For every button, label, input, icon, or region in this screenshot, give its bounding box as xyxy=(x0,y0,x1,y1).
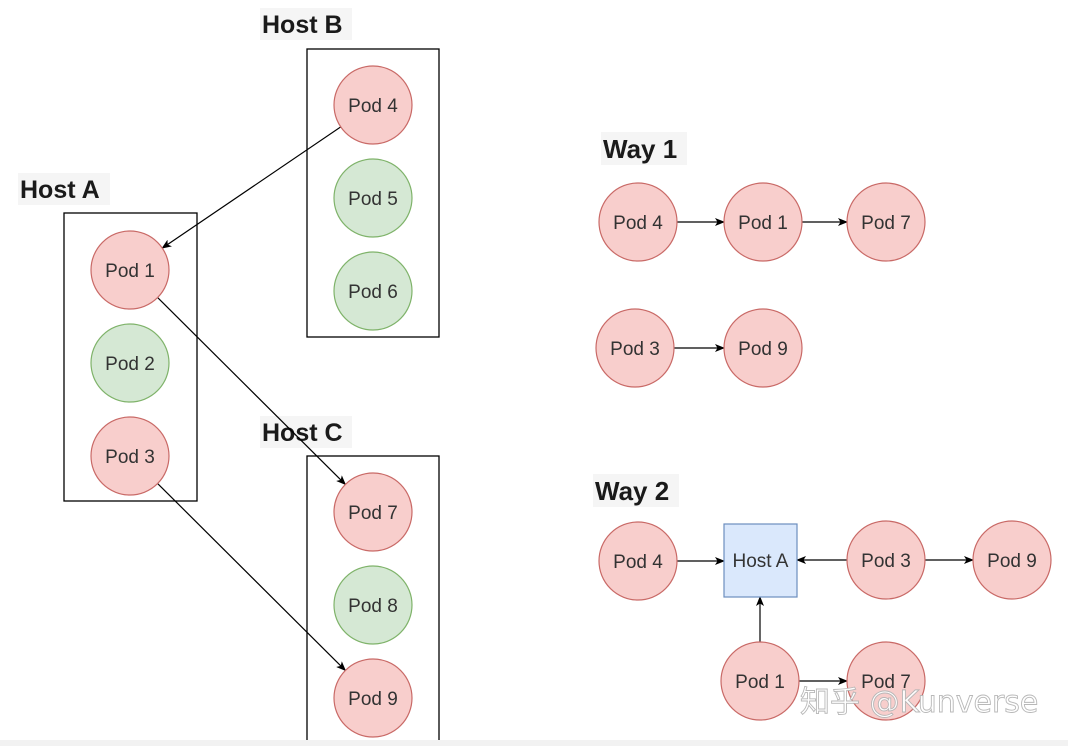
nodes-layer: Pod 1 Pod 2 Pod 3 Pod 4 Pod 5 Pod 6 Pod 7 Pod 8… xyxy=(90,65,1052,738)
way-2-w2p4-circle xyxy=(598,521,678,601)
left-pod6-circle xyxy=(333,251,413,331)
left-pod1-circle xyxy=(90,230,170,310)
way-2-w2p7-label: Pod 7 xyxy=(861,672,911,693)
left-pod8-label: Pod 8 xyxy=(348,596,398,617)
left-pod2-label: Pod 2 xyxy=(105,354,155,375)
left-edge-pod1-to-pod7 xyxy=(157,297,347,486)
way-2-w2p1-node: Pod 1 xyxy=(720,641,800,721)
way-2-w2p4-label: Pod 4 xyxy=(613,552,663,573)
way-1-label-bg xyxy=(601,132,687,165)
way-2-w2p1-circle xyxy=(720,641,800,721)
way-1-w1p4-circle xyxy=(598,182,678,262)
left-pod1-node: Pod 1 xyxy=(90,230,170,310)
way-1-w1p1-label: Pod 1 xyxy=(738,213,788,234)
way-1-label: Way 1 xyxy=(603,134,677,164)
left-pod4-label: Pod 4 xyxy=(348,96,398,117)
left-pod4-circle xyxy=(333,65,413,145)
way-1-w1p4-node: Pod 4 xyxy=(598,182,678,262)
way-1-w1p7-label: Pod 7 xyxy=(861,213,911,234)
way-2-label-bg xyxy=(593,474,679,507)
host-a-label: Host A xyxy=(20,176,100,204)
way-2-w2p7-node: Pod 7 xyxy=(846,641,926,721)
left-pod6-node: Pod 6 xyxy=(333,251,413,331)
host-b-label-bg xyxy=(260,8,352,40)
way-1-w1p4-label: Pod 4 xyxy=(613,213,663,234)
left-pod5-label: Pod 5 xyxy=(348,189,398,210)
way-2-w2p9-circle xyxy=(972,520,1052,600)
left-pod3-node: Pod 3 xyxy=(90,416,170,496)
left-pod4-node: Pod 4 xyxy=(333,65,413,145)
watermark-text: 知乎 @Kunverse xyxy=(800,685,1038,720)
way-2-w2p1-label: Pod 1 xyxy=(735,672,785,693)
host-c-label-bg xyxy=(260,416,352,448)
left-pod9-label: Pod 9 xyxy=(348,689,398,710)
left-pod5-circle xyxy=(333,158,413,238)
left-pod7-label: Pod 7 xyxy=(348,503,398,524)
way-2-label: Way 2 xyxy=(595,476,669,506)
way-1-w1p3-label: Pod 3 xyxy=(610,339,660,360)
way-2-host-a-node: Host A xyxy=(723,523,798,598)
way-2-host-a-text: Host A xyxy=(733,551,789,572)
left-pod3-circle xyxy=(90,416,170,496)
host-c-label: Host C xyxy=(262,419,343,447)
left-pod2-node: Pod 2 xyxy=(90,323,170,403)
way-2-w2p3-node: Pod 3 xyxy=(846,520,926,600)
left-pod6-label: Pod 6 xyxy=(348,282,398,303)
way-1-w1p1-circle xyxy=(723,182,803,262)
way-1-w1p3-circle xyxy=(595,308,675,388)
host-b-label: Host B xyxy=(262,11,343,39)
left-pod8-node: Pod 8 xyxy=(333,565,413,645)
host-a-label-bg xyxy=(18,173,110,205)
way-1-w1p7-node: Pod 7 xyxy=(846,182,926,262)
left-pod2-circle xyxy=(90,323,170,403)
way-2-w2p3-circle xyxy=(846,520,926,600)
way-1-w1p7-circle xyxy=(846,182,926,262)
left-pod8-circle xyxy=(333,565,413,645)
way-2-w2p7-circle xyxy=(846,641,926,721)
left-pod5-node: Pod 5 xyxy=(333,158,413,238)
left-pod3-label: Pod 3 xyxy=(105,447,155,468)
left-pod1-label: Pod 1 xyxy=(105,261,155,282)
way-1-w1p3-node: Pod 3 xyxy=(595,308,675,388)
left-pod9-node: Pod 9 xyxy=(333,658,413,738)
edges-layer xyxy=(157,126,974,685)
left-edge-pod4-to-pod1 xyxy=(161,126,342,249)
way-1-w1p9-circle xyxy=(723,308,803,388)
way-2-w2p3-label: Pod 3 xyxy=(861,551,911,572)
left-pod9-circle xyxy=(333,658,413,738)
way-1-w1p9-label: Pod 9 xyxy=(738,339,788,360)
way-2-w2p9-label: Pod 9 xyxy=(987,551,1037,572)
bottom-strip xyxy=(0,740,1068,746)
way-2-w2p4-node: Pod 4 xyxy=(598,521,678,601)
way-1-w1p1-node: Pod 1 xyxy=(723,182,803,262)
way-1-w1p9-node: Pod 9 xyxy=(723,308,803,388)
way-2-w2p9-node: Pod 9 xyxy=(972,520,1052,600)
left-pod7-node: Pod 7 xyxy=(333,472,413,552)
way-2-host-a-square xyxy=(723,523,798,598)
left-edge-pod3-to-pod9 xyxy=(157,483,347,672)
left-pod7-circle xyxy=(333,472,413,552)
